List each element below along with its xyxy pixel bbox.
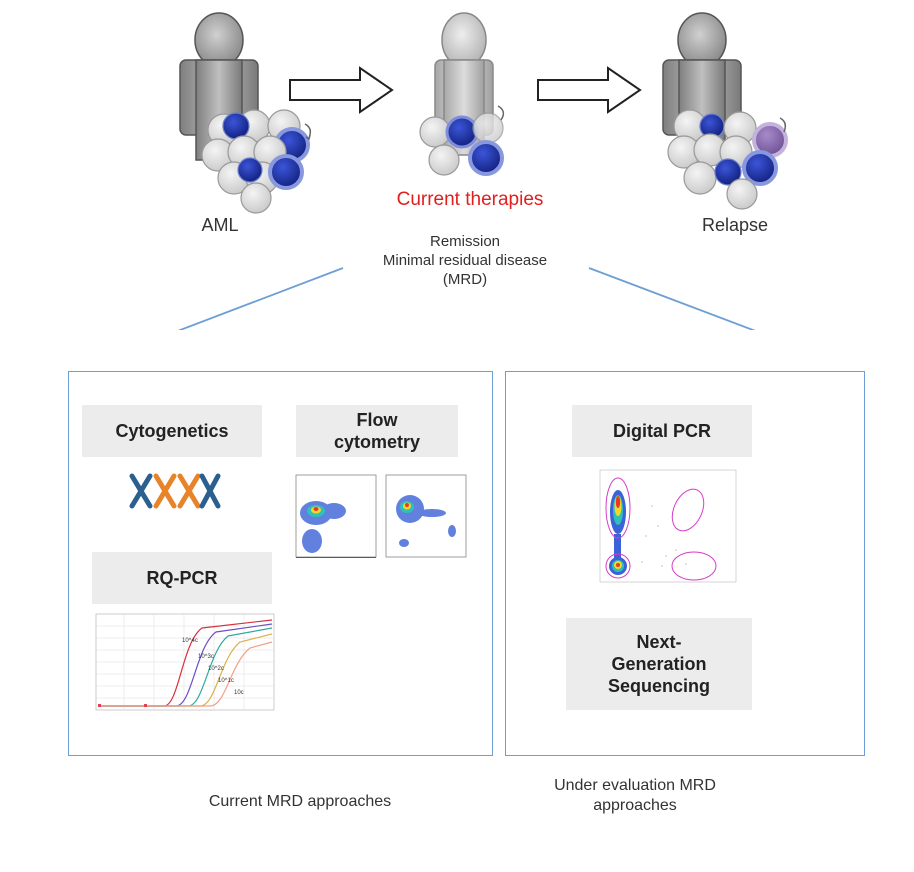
cell-cluster-remission <box>419 112 504 176</box>
pcr-curve-label-5: 10c <box>234 690 244 696</box>
zoom-line-right <box>588 267 756 330</box>
stage-label-aml: AML <box>201 215 239 235</box>
gate-ellipse-1 <box>605 477 631 539</box>
pcr-curve-label-1: 10^4c <box>182 638 198 644</box>
cell-cluster-relapse <box>667 109 788 210</box>
pcr-curve-label-4: 10^1c <box>218 678 234 684</box>
remission-line-3: (MRD) <box>442 271 488 288</box>
pcr-curve-2 <box>98 623 273 707</box>
digital-pcr-box: Digital PCR <box>572 405 752 457</box>
gate-ellipse-4 <box>671 551 717 581</box>
zoom-line-left <box>177 267 344 330</box>
pcr-curve-label-2: 10^3c <box>198 654 214 660</box>
ngs-line-2: Generation <box>611 654 707 674</box>
therapy-label: Current therapies <box>396 189 544 210</box>
remission-line-1: Remission <box>429 233 501 250</box>
flow-plot-2 <box>385 474 467 558</box>
flow-cytometry-line-2: cytometry <box>333 432 421 452</box>
flow-cytometry-box: Flow cytometry <box>296 405 458 457</box>
gate-ellipse-2 <box>605 553 631 579</box>
digital-pcr-scatter <box>599 469 737 583</box>
pcr-curve-1 <box>98 619 273 707</box>
disease-course-illustration <box>177 12 788 330</box>
curved-arrow-icon-relapse <box>779 117 787 133</box>
chromosome-icon <box>129 473 221 509</box>
flow-cytometry-plots <box>295 474 467 558</box>
flow-plot-1 <box>295 474 377 558</box>
flow-cytometry-line-1: Flow <box>356 410 398 430</box>
current-mrd-caption: Current MRD approaches <box>208 793 392 810</box>
ngs-line-1: Next- <box>636 632 682 652</box>
ngs-line-3: Sequencing <box>607 676 710 696</box>
gate-ellipse-3 <box>671 488 705 532</box>
ngs-box: Next- Generation Sequencing <box>566 618 752 710</box>
cell-cluster-aml <box>201 109 310 214</box>
pcr-curve-label-3: 10^2c <box>208 666 224 672</box>
evaluation-caption-line-2: approaches <box>593 797 677 814</box>
evaluation-mrd-caption: Under evaluation MRD approaches <box>510 776 760 816</box>
remission-text: Remission Minimal residual disease (MRD) <box>350 232 580 289</box>
arrow-right-icon-2 <box>537 66 642 114</box>
rq-pcr-amplification-plot: 10^4c 10^3c 10^2c 10^1c 10c <box>95 613 275 711</box>
cytogenetics-box: Cytogenetics <box>82 405 262 457</box>
arrow-right-icon-1 <box>289 66 394 114</box>
curved-arrow-icon-remission <box>497 105 505 121</box>
remission-line-2: Minimal residual disease <box>382 252 548 269</box>
evaluation-caption-line-1: Under evaluation MRD <box>554 777 716 794</box>
stage-label-relapse: Relapse <box>701 215 769 235</box>
droplet-cluster-positive <box>610 490 626 534</box>
rq-pcr-box: RQ-PCR <box>92 552 272 604</box>
pcr-curve-5 <box>98 641 273 707</box>
droplet-cluster-negative <box>609 557 627 575</box>
